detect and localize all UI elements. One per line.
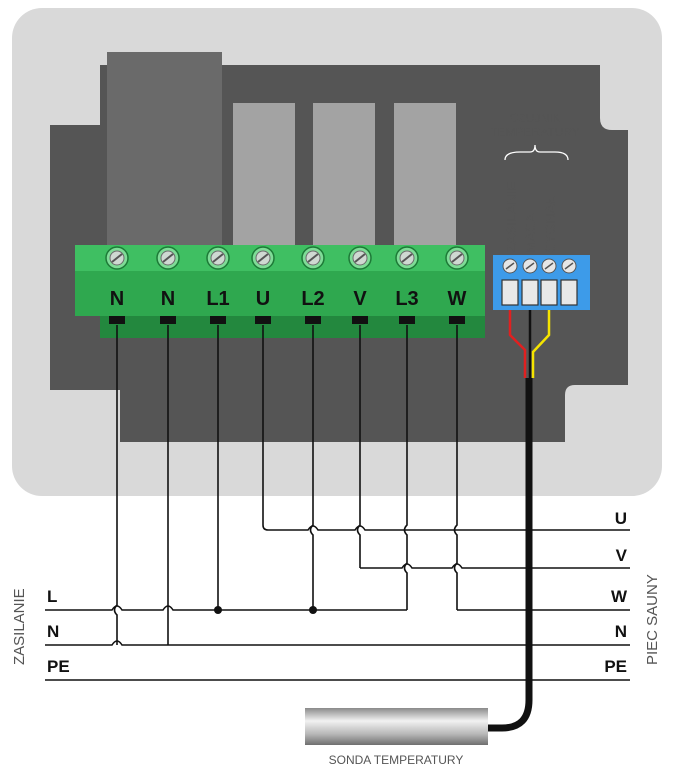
terminal-hole	[399, 316, 415, 324]
terminal-screw	[445, 246, 469, 270]
terminal-wire	[113, 325, 118, 645]
terminal-screw	[206, 246, 230, 270]
sensor-screw	[521, 258, 539, 306]
terminal-label: N	[110, 288, 124, 310]
sensor-pin-masa: MASA	[522, 213, 538, 253]
left-line-n: N	[47, 622, 59, 641]
relay-3	[394, 103, 456, 248]
terminal-screw	[251, 246, 275, 270]
terminal-screw	[156, 246, 180, 270]
terminal-hole	[305, 316, 321, 324]
sensor-wire-red	[508, 310, 527, 378]
terminal-wire	[453, 325, 458, 610]
terminal-hole	[352, 316, 368, 324]
right-line-n: N	[615, 622, 627, 641]
terminal-hole	[255, 316, 271, 324]
terminal-label: L2	[301, 288, 324, 310]
probe-label: SONDA TEMPERATURY	[329, 753, 464, 767]
sauna-label: PIEC SAUNY	[644, 574, 661, 665]
sensor-pin-sygnal: SYGNAŁ	[542, 196, 558, 253]
terminal-wire	[403, 325, 408, 610]
temperature-probe	[305, 708, 488, 745]
terminal-screw	[301, 246, 325, 270]
terminal-label: W	[448, 288, 467, 310]
right-line-v: V	[616, 546, 628, 565]
terminal-wire	[309, 325, 314, 610]
sensor-cable	[488, 378, 533, 732]
line-u	[268, 525, 630, 531]
relay-2	[313, 103, 375, 248]
terminal-screw	[395, 246, 419, 270]
supply-label: ZASILANIE	[11, 588, 28, 665]
terminal-label: N	[161, 288, 175, 310]
terminal-label: L1	[206, 288, 229, 310]
sensor-screw	[560, 258, 578, 306]
left-line-l: L	[47, 587, 57, 606]
terminal-label: L3	[395, 288, 418, 310]
terminal-wire	[356, 325, 361, 568]
terminal-wire	[262, 325, 269, 531]
terminal-hole	[210, 316, 226, 324]
terminal-hole	[109, 316, 125, 324]
right-line-w: W	[611, 587, 628, 606]
line-v	[360, 563, 630, 569]
sensor-header-line1: CZUJNIK	[510, 111, 561, 125]
sensor-wire-yellow	[531, 310, 551, 378]
left-line-pe: PE	[47, 657, 70, 676]
sensor-header-brace	[504, 144, 569, 161]
terminal-label: V	[353, 288, 367, 310]
sensor-terminal-block	[493, 255, 590, 310]
sensor-pin-zasilanie: ZASILANIE	[503, 181, 519, 253]
junction-dot	[214, 606, 222, 614]
terminal-hole	[449, 316, 465, 324]
sensor-header-line2: TEMPERATURY	[490, 125, 580, 139]
line-n	[45, 640, 630, 646]
relay-1	[233, 103, 295, 248]
relay-large	[107, 52, 222, 248]
sensor-screw	[501, 258, 519, 306]
junction-dot	[309, 606, 317, 614]
main-terminal-block: N N L1 U L2 V L3 W	[75, 245, 485, 338]
sensor-screw	[540, 258, 558, 306]
line-l	[45, 605, 407, 611]
terminal-label: U	[256, 288, 270, 310]
right-line-u: U	[615, 509, 627, 528]
terminal-screw	[348, 246, 372, 270]
right-line-pe: PE	[604, 657, 627, 676]
terminal-screw	[105, 246, 129, 270]
terminal-hole	[160, 316, 176, 324]
